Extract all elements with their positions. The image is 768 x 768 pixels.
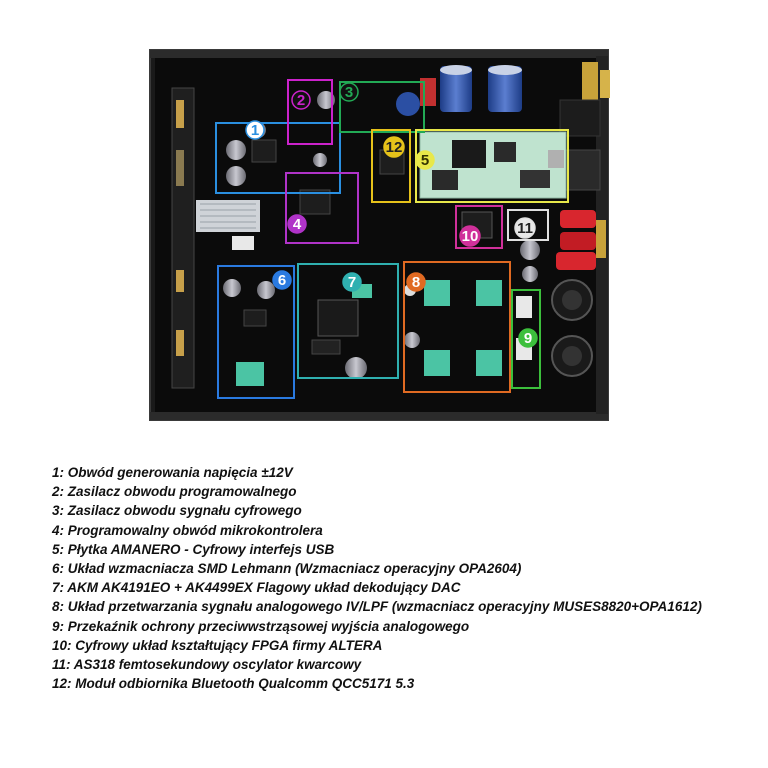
legend-list: 1: Obwód generowania napięcia ±12V 2: Za… [52,463,752,693]
callout-box-5 [415,129,569,203]
callout-number: 6 [278,272,286,289]
callout-box-4 [285,172,359,244]
opamp-modules [236,280,502,386]
callout-box-11 [507,209,549,241]
callout-marker-12: 12 [383,136,405,158]
callout-box-1 [215,122,341,194]
main-filter-capacitors [420,65,522,112]
callout-box-3 [339,81,425,133]
callout-marker-10: 10 [459,225,481,247]
callout-marker-7: 7 [342,272,362,292]
ics [243,139,493,355]
legend-item-12: 12: Moduł odbiornika Bluetooth Qualcomm … [52,676,415,692]
legend-item-8: 8: Układ przetwarzania sygnału analogowe… [52,599,702,615]
callout-marker-11: 11 [514,217,536,239]
speaker-binding-posts [556,210,606,270]
callout-marker-2: 2 [291,90,311,110]
callout-marker-1: 1 [245,120,265,140]
callout-number: 1 [251,122,259,139]
legend-item-5: 5: Płytka AMANERO - Cyfrowy interfejs US… [52,541,335,557]
left-connectors [171,87,195,389]
legend-item-1: 1: Obwód generowania napięcia ±12V [52,465,293,480]
callout-marker-4: 4 [287,214,307,234]
callout-marker-9: 9 [518,328,538,348]
legend-item-3: 3: Zasilacz obwodu sygnału cyfrowego [52,503,302,519]
callout-number: 12 [386,139,403,156]
callout-number: 9 [524,330,532,347]
callout-number: 11 [517,220,533,237]
legend-item-7: 7: AKM AK4191EO + AK4499EX Flagowy układ… [52,580,461,596]
legend-item-9: 9: Przekaźnik ochrony przeciwwstrząsowej… [52,618,470,634]
legend-item-10: 10: Cyfrowy układ kształtujący FPGA firm… [52,637,383,653]
legend-item-11: 11: AS318 femtosekundowy oscylator kwarc… [52,657,362,673]
legend-item-4: 4: Programowalny obwód mikrokontrolera [52,522,323,538]
callout-number: 3 [345,84,353,101]
callout-number: 4 [293,216,302,233]
callout-number: 10 [462,228,479,245]
callout-box-7 [297,263,399,379]
xlr-outputs [551,279,593,377]
legend-item-2: 2: Zasilacz obwodu programowalnego [52,484,297,500]
callout-marker-5: 5 [415,150,435,170]
callout-box-9 [511,289,541,389]
callout-marker-8: 8 [406,272,426,292]
callout-marker-3: 3 [339,82,359,102]
callout-box-12 [371,129,411,203]
callout-box-10 [455,205,503,249]
callout-box-2 [287,79,333,145]
callout-box-6 [217,265,295,399]
callout-number: 8 [412,274,420,291]
callout-box-8 [403,261,511,393]
legend-item-6: 6: Układ wzmacniacza SMD Lehmann (Wzmacn… [52,561,522,577]
callout-boxes [215,79,569,399]
callout-number: 5 [421,152,429,169]
ribbon-cable [196,200,260,250]
callout-marker-6: 6 [272,270,292,290]
callout-number: 2 [297,92,305,109]
amanero-board [419,131,567,199]
callout-number: 7 [348,274,356,291]
